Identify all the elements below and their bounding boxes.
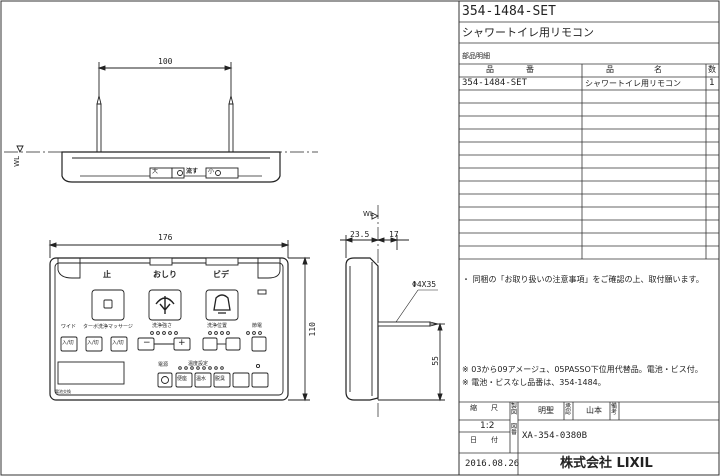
footer-approved-label: 備考 (611, 403, 618, 416)
bidet-button-shape (205, 289, 239, 321)
footer-scale-value: 1:2 (480, 421, 495, 431)
drawing-product-name: シャワートイレ用リモコン (462, 26, 594, 39)
parts-row-name: シャワートイレ用リモコン (585, 79, 681, 88)
dim-side-55-label: 55 (431, 356, 440, 366)
wl-label-top: WL (13, 156, 21, 167)
wide-button-shape (60, 336, 78, 352)
power-button-shape (157, 372, 173, 388)
drawing-part-number: 354-1484-SET (462, 4, 556, 19)
label-plus: + (178, 338, 186, 348)
label-water-temp: 温水 (196, 376, 207, 382)
parts-header-name: 品 名 (606, 65, 662, 74)
parts-row-part-no: 354-1484-SET (462, 78, 528, 88)
remote-side-body (345, 257, 379, 401)
label-pressure: 洗浄強さ (152, 323, 173, 329)
label-massage: マッサージ (108, 324, 133, 330)
label-battery-lamp: 電池交換 (55, 389, 71, 394)
dim-side-depth-label: 23.5 (350, 230, 370, 239)
label-temp: 温度設定 (188, 361, 209, 367)
side-screw (377, 321, 431, 327)
label-position: 洗浄位置 (207, 323, 228, 329)
screw-spec-label: Φ4X35 (412, 280, 437, 289)
footer-date-label: 日 付 (470, 436, 498, 444)
massage-button-shape (110, 336, 128, 352)
parts-header-part-no: 品 番 (486, 65, 534, 74)
top-btn-large-label: 大 (152, 168, 159, 175)
footer-scale-label: 縮 尺 (470, 404, 498, 412)
label-stop: 止 (103, 270, 111, 279)
footer-date-value: 2016.08.26 (465, 459, 520, 469)
parts-table-caption: 部品明細 (462, 52, 490, 60)
label-bidet: ビデ (213, 270, 229, 279)
title-block (459, 21, 719, 475)
label-rear-wash: おしり (153, 270, 177, 279)
front-view (48, 240, 310, 402)
footer-drawn-by: 明聖 (538, 406, 554, 415)
label-power: 電源 (158, 362, 169, 368)
turbo-button-shape (85, 336, 103, 352)
label-seat-temp: 便座 (177, 376, 188, 382)
dim-top-width-label: 100 (158, 57, 173, 66)
label-minus: − (143, 338, 151, 348)
wl-label-side: WL (363, 210, 374, 218)
label-on-off-2: 入/切 (87, 340, 99, 346)
top-view (4, 62, 318, 183)
parts-row-qty: 1 (709, 78, 715, 88)
note-top: ・ 同梱の「お取り扱いの注意事項」をご確認の上、取付願います。 (462, 275, 704, 284)
dim-side-thick-label: 17 (389, 230, 399, 239)
label-on-off-1: 入/切 (62, 340, 74, 346)
footer-number-label: 図番 (511, 423, 518, 436)
footer-drawing-number: XA-354-0380B (522, 431, 588, 441)
footer-checked-label: 承認 (565, 403, 572, 416)
dim-front-height-label: 110 (308, 322, 317, 337)
label-turbo: ターボ洗浄 (83, 324, 109, 330)
footer-drawn-label: 製図 (511, 403, 518, 416)
top-btn-small-label: 小 (208, 168, 215, 175)
dim-front-width-label: 176 (158, 233, 173, 242)
screw-left (96, 103, 102, 153)
label-on-off-3: 入/切 (112, 340, 124, 346)
top-btn-flush-label: 流す (186, 168, 199, 175)
note-bottom-2: ※ 電池・ビスなし品番は、354-1484。 (462, 378, 606, 387)
screw-right (228, 103, 234, 153)
stop-button-shape (91, 289, 125, 321)
label-deodor: 脱臭 (215, 376, 226, 382)
label-nozzle: 節電 (252, 323, 263, 329)
company-logo-text: 株式会社 LIXIL (560, 456, 653, 471)
side-view (340, 205, 445, 420)
parts-header-qty: 数 (708, 65, 716, 74)
top-btn-small (205, 167, 239, 179)
note-bottom-1: ※ 03から09アメージュ、05PASSO下位用代替品。電池・ビス付。 (462, 365, 703, 374)
footer-checked-by: 山本 (586, 406, 602, 415)
label-wide: ワイド (61, 324, 77, 330)
rear-wash-button-shape (148, 289, 182, 321)
